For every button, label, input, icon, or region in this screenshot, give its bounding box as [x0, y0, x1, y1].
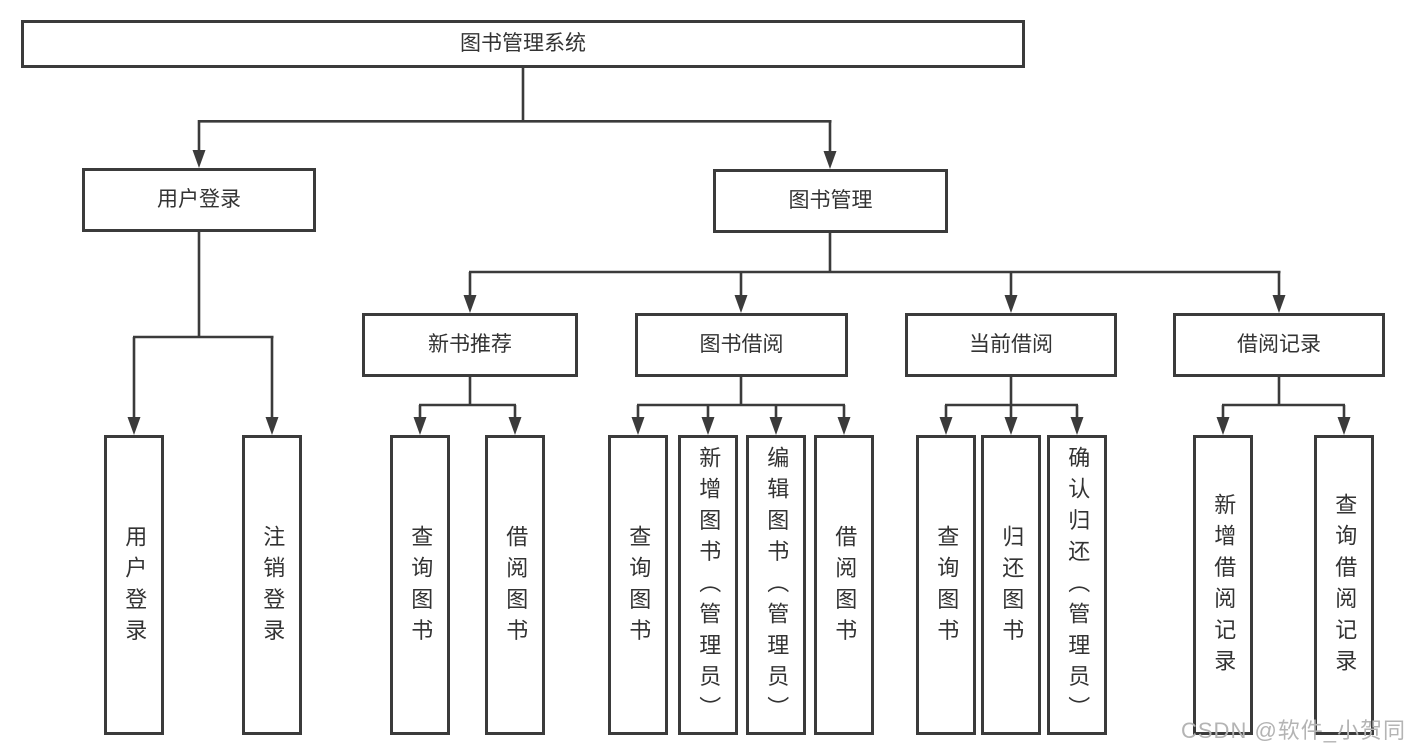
node-book-borrowing: 图书借阅 [635, 313, 848, 377]
node-borrowing-records: 借阅记录 [1173, 313, 1385, 377]
leaf-confirm-return-admin: 确认归还（管理员） [1047, 435, 1107, 735]
leaf-edit-book-admin: 编辑图书（管理员） [746, 435, 806, 735]
node-book-management: 图书管理 [713, 169, 948, 233]
leaf-query-borrow-record: 查询借阅记录 [1314, 435, 1374, 735]
leaf-user-login: 用户登录 [104, 435, 164, 735]
leaf-query-books-recommend: 查询图书 [390, 435, 450, 735]
leaf-logout: 注销登录 [242, 435, 302, 735]
leaf-query-books-borrowing: 查询图书 [608, 435, 668, 735]
node-new-book-recommendation: 新书推荐 [362, 313, 578, 377]
leaf-add-borrow-record: 新增借阅记录 [1193, 435, 1253, 735]
watermark: CSDN @软件_小贺同学 [1181, 718, 1405, 743]
node-user-login: 用户登录 [82, 168, 316, 232]
leaf-borrow-books-recommend: 借阅图书 [485, 435, 545, 735]
leaf-borrow-books-borrowing: 借阅图书 [814, 435, 874, 735]
node-root: 图书管理系统 [21, 20, 1025, 68]
leaf-return-book: 归还图书 [981, 435, 1041, 735]
leaf-query-books-current: 查询图书 [916, 435, 976, 735]
leaf-add-book-admin: 新增图书（管理员） [678, 435, 738, 735]
node-current-borrowing: 当前借阅 [905, 313, 1117, 377]
